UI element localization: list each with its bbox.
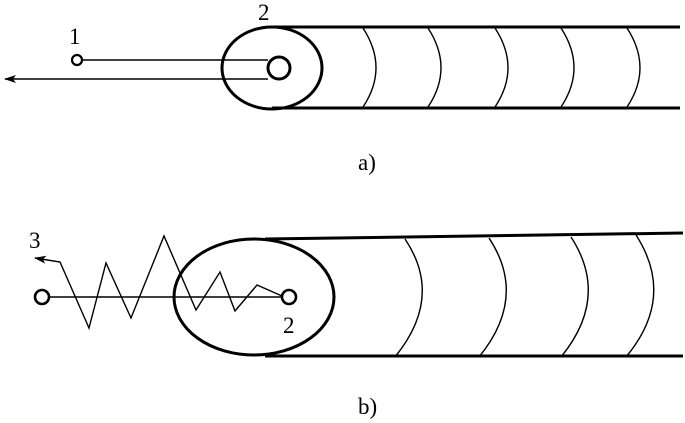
- diagram-b: [33, 231, 684, 358]
- label-point-2-b: 2: [283, 313, 295, 338]
- point-2-marker-a: [266, 55, 292, 81]
- caption-a: a): [358, 150, 376, 175]
- caption-b: b): [358, 394, 377, 419]
- diagram-a: [4, 25, 680, 111]
- tube-b-sections: [394, 234, 655, 358]
- point-1-marker: [70, 53, 84, 67]
- label-point-3: 3: [29, 228, 41, 253]
- label-point-2-a: 2: [258, 0, 270, 25]
- tube-b-top-edge: [264, 231, 684, 241]
- point-start-b: [33, 288, 51, 306]
- tube-a-sections: [362, 27, 641, 108]
- tube-a-opening: [220, 25, 324, 111]
- label-point-1: 1: [69, 24, 81, 49]
- zigzag-path: [34, 234, 283, 331]
- point-2-marker-b: [280, 288, 298, 306]
